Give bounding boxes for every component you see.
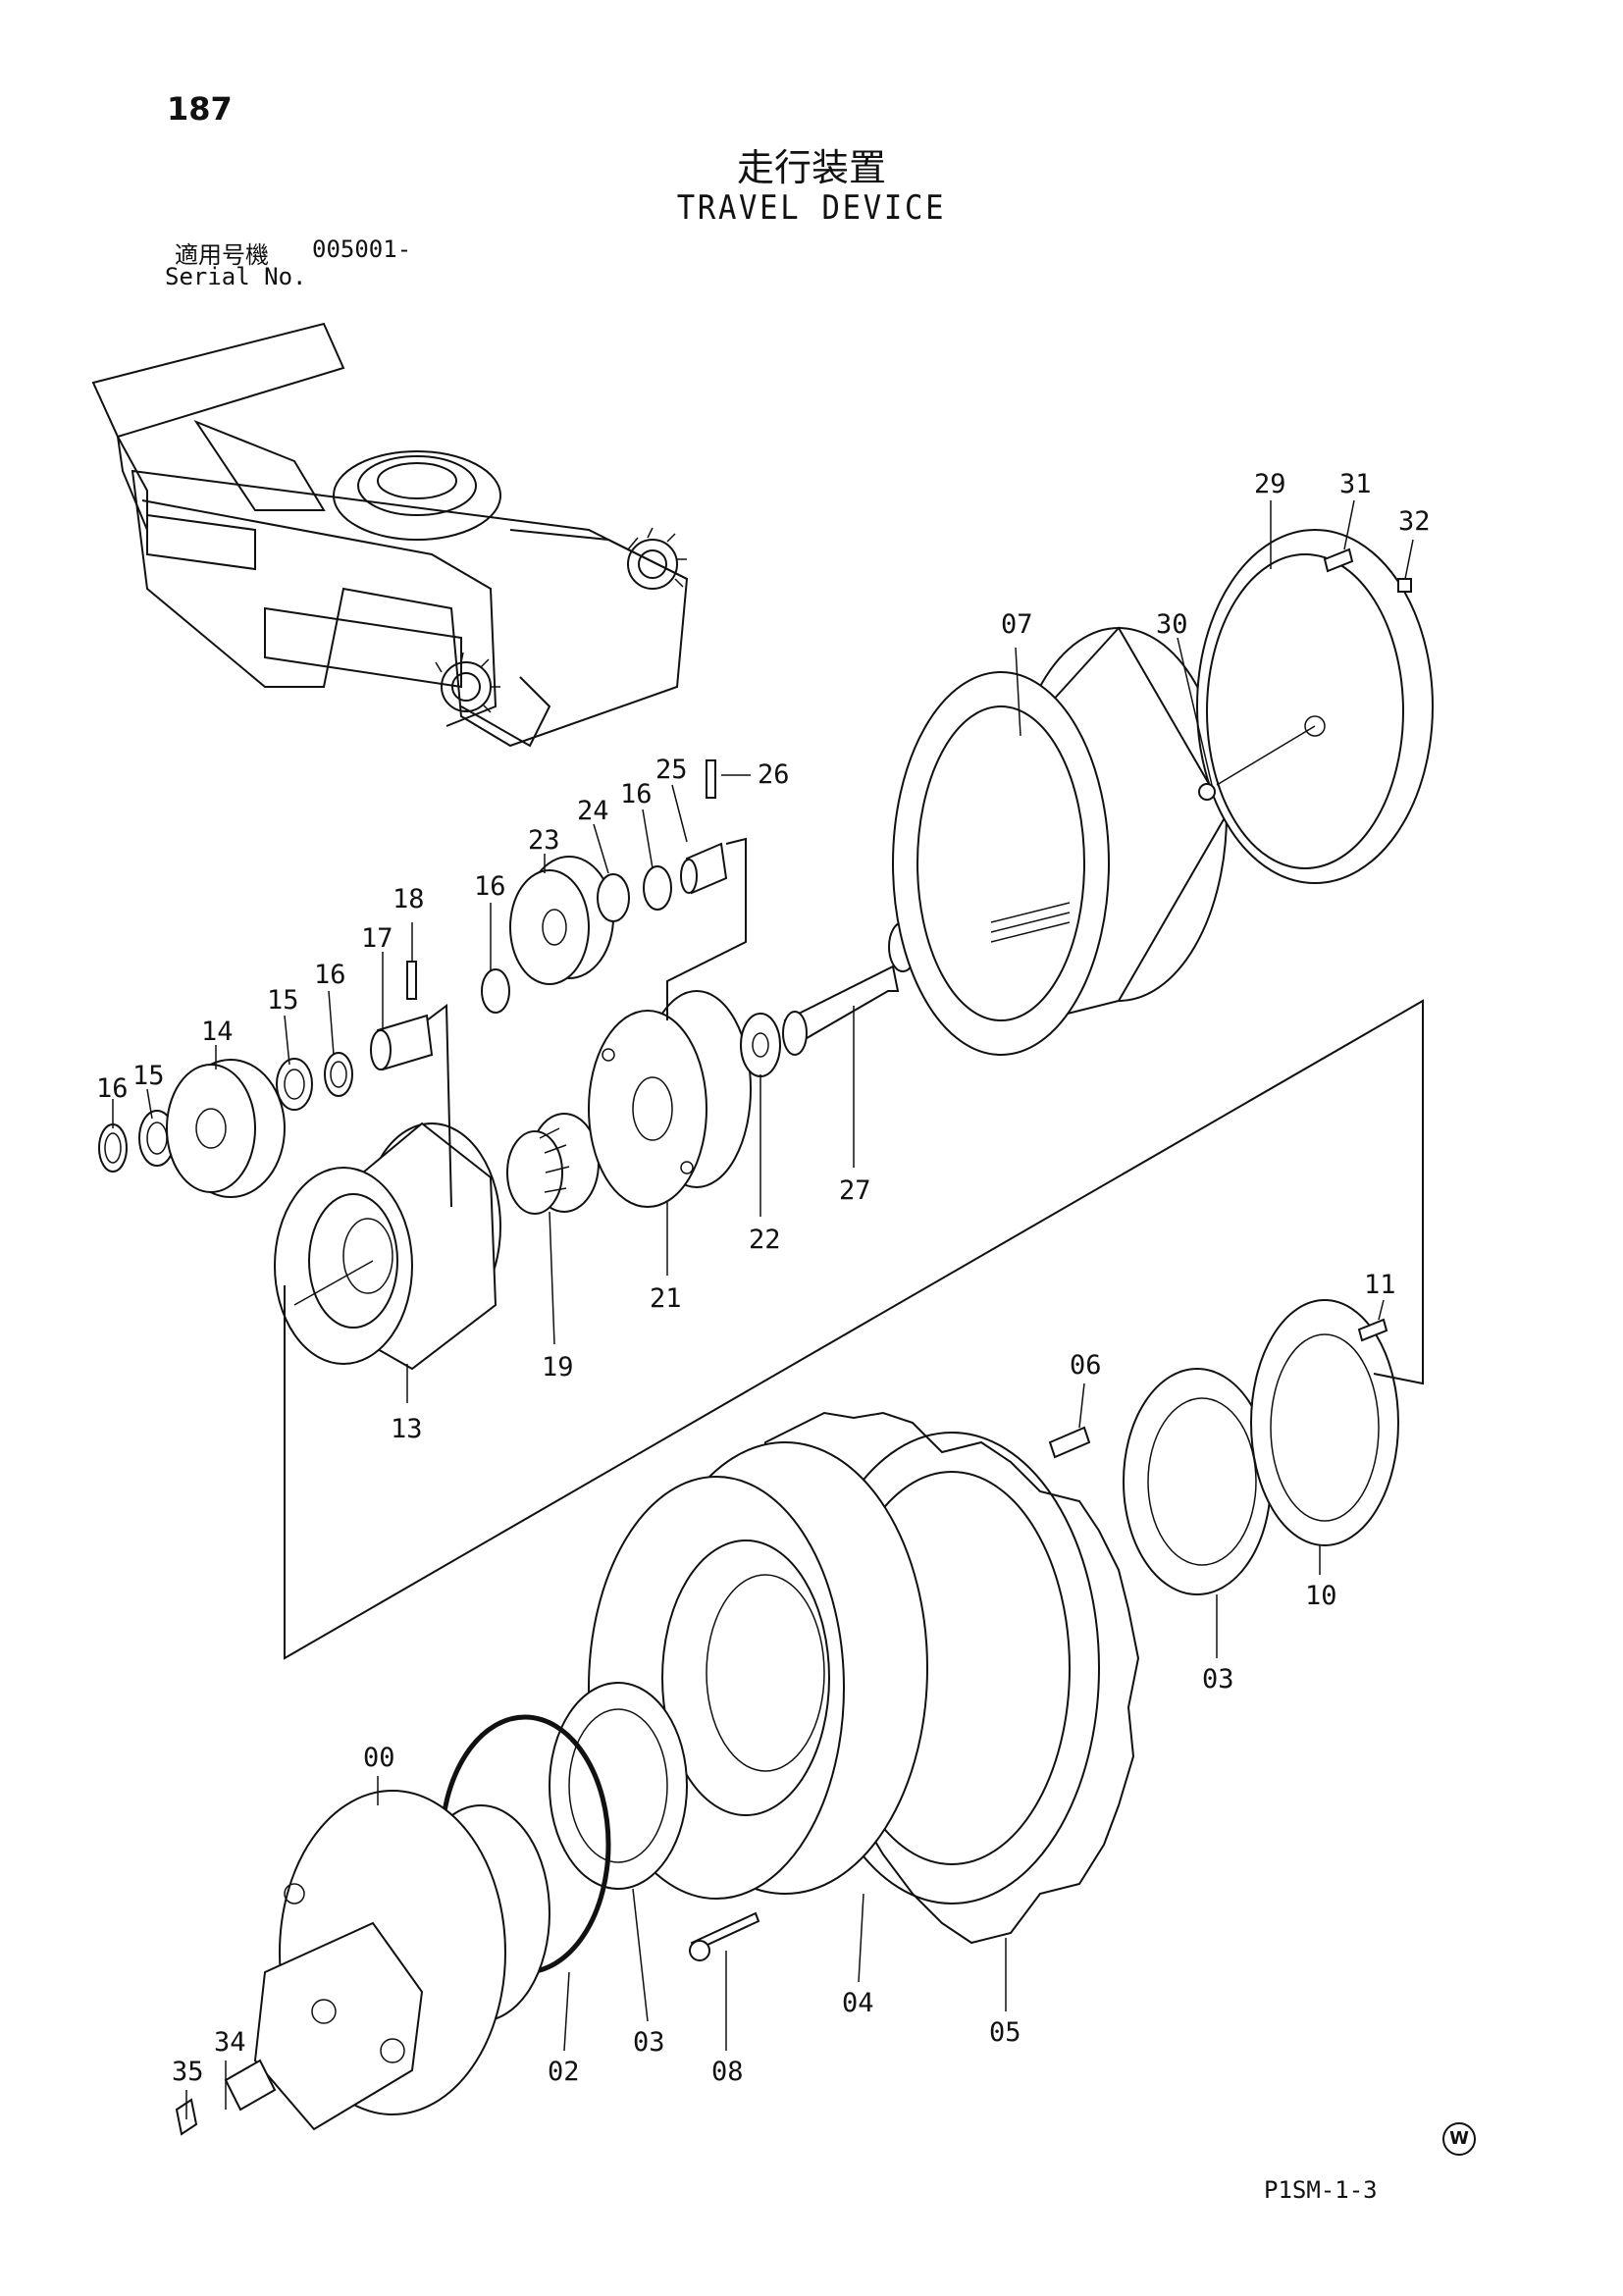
- part-label-21: 21: [650, 1283, 682, 1314]
- part-label-23: 23: [528, 825, 560, 856]
- part-label-10: 10: [1305, 1581, 1337, 1611]
- part-label-27: 27: [839, 1175, 871, 1206]
- part-label-03: 03: [633, 2027, 665, 2058]
- part-label-25: 25: [655, 755, 688, 785]
- part-label-04: 04: [842, 1988, 874, 2018]
- part-label-34: 34: [214, 2027, 246, 2058]
- part-label-16: 16: [96, 1073, 129, 1104]
- footer-code: P1SM-1-3: [1264, 2176, 1378, 2204]
- part-label-30: 30: [1156, 609, 1188, 640]
- serial-label-jp: 適用号機: [175, 241, 269, 269]
- part-label-11: 11: [1364, 1270, 1396, 1300]
- part-label-26: 26: [758, 759, 790, 790]
- part-label-17: 17: [361, 923, 393, 954]
- part-label-31: 31: [1339, 469, 1372, 499]
- lower-assembly: [175, 999, 1424, 2136]
- part-label-06: 06: [1070, 1350, 1102, 1381]
- drum-housing-07: [892, 626, 1229, 1056]
- planetary-gear-parts: [98, 759, 917, 1371]
- part-label-18: 18: [393, 884, 425, 914]
- part-label-15: 15: [267, 985, 299, 1016]
- part-label-16: 16: [620, 779, 653, 809]
- part-label-07: 07: [1001, 609, 1033, 640]
- part-labels: 16 15 14 15 16 17 18 13 19 21 22 27 16 2…: [96, 469, 1431, 2087]
- part-label-00: 00: [363, 1743, 395, 1773]
- serial-value: 005001-: [312, 235, 412, 263]
- undercarriage-overview-drawing: [91, 322, 689, 748]
- part-label-05: 05: [989, 2017, 1021, 2048]
- part-label-16: 16: [314, 960, 346, 990]
- part-label-15: 15: [132, 1061, 165, 1091]
- part-label-16: 16: [474, 871, 506, 902]
- part-label-24: 24: [577, 796, 609, 826]
- part-label-03: 03: [1202, 1664, 1234, 1695]
- part-label-22: 22: [749, 1225, 781, 1255]
- page-title-jp: 走行装置: [736, 146, 886, 189]
- part-label-08: 08: [711, 2057, 744, 2087]
- part-label-13: 13: [391, 1414, 423, 1444]
- part-label-35: 35: [172, 2057, 204, 2087]
- w-mark-icon: W: [1442, 2122, 1476, 2156]
- serial-label-en: Serial No.: [165, 263, 307, 290]
- page-number: 187: [167, 90, 233, 128]
- page-title-en: TRAVEL DEVICE: [676, 188, 947, 228]
- leader-lines: [112, 499, 1414, 2119]
- part-label-32: 32: [1398, 506, 1431, 537]
- part-label-19: 19: [542, 1352, 574, 1383]
- part-label-14: 14: [201, 1017, 234, 1047]
- part-label-02: 02: [548, 2057, 580, 2087]
- cover-29: [1196, 529, 1434, 884]
- part-label-29: 29: [1254, 469, 1286, 499]
